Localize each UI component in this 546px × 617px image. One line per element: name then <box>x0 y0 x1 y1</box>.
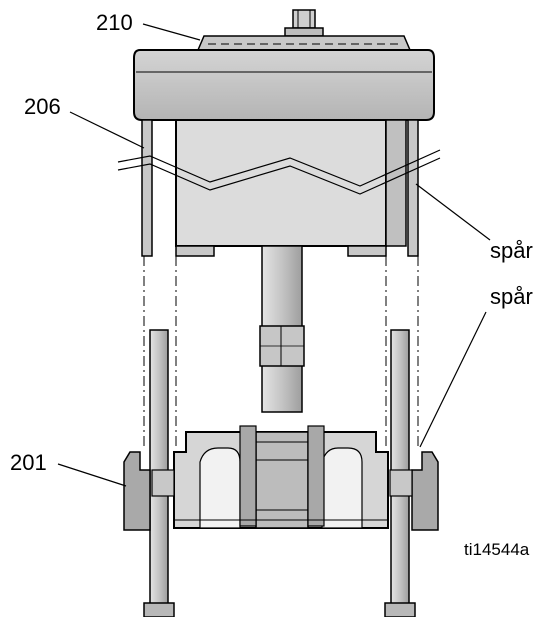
label-206: 206 <box>24 94 61 119</box>
leader-201 <box>57 463 127 487</box>
figure-id: ti14544a <box>464 540 530 559</box>
cylinder-206 <box>117 119 441 257</box>
leader-210 <box>142 23 201 41</box>
alignment-lines <box>143 256 419 450</box>
label-201: 201 <box>10 450 47 475</box>
center-shaft <box>259 245 305 413</box>
label-210: 210 <box>96 10 133 35</box>
leader-spar-upper <box>415 183 491 241</box>
leader-lines <box>57 23 491 487</box>
cover-cap-210 <box>133 9 435 121</box>
lower-housing <box>173 425 389 529</box>
leader-spar-lower <box>419 311 487 448</box>
leader-206 <box>69 111 145 149</box>
clamp-201 <box>123 451 439 531</box>
tie-rods <box>143 329 416 617</box>
label-spar-lower: spår <box>490 284 533 309</box>
label-spar-upper: spår <box>490 238 533 263</box>
